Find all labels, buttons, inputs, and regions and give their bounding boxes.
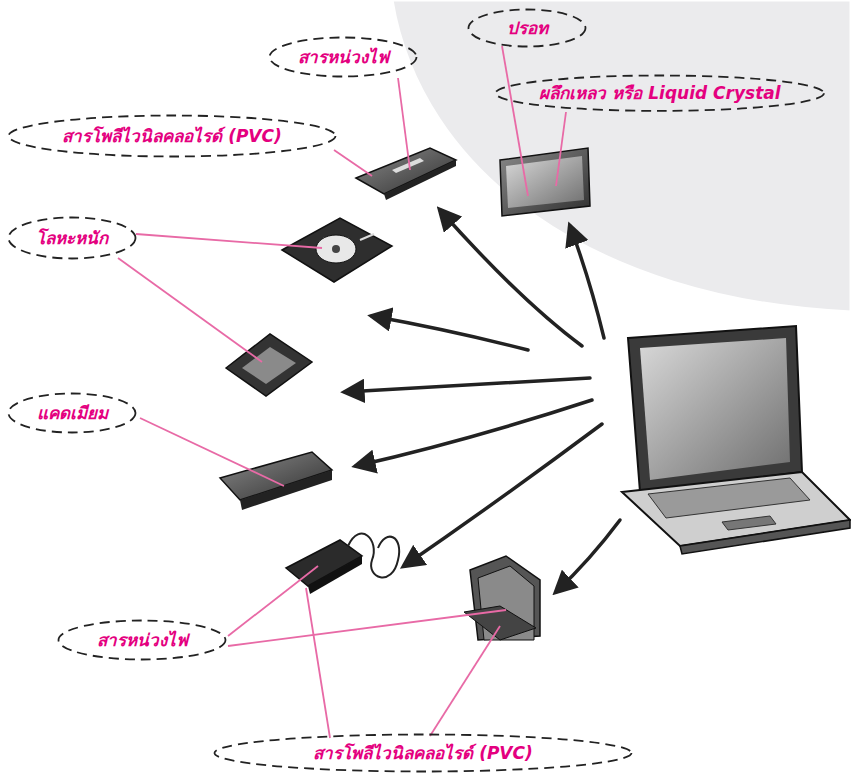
label-ellipse: สารหน่วงไฟ <box>268 36 418 78</box>
ellipse-label-text: สารหน่วงไฟ <box>97 630 188 650</box>
casing-panels <box>464 556 540 640</box>
label-ellipse: แคดเมียม <box>7 392 137 434</box>
label-ellipse: สารโพลีไวนิลคลอไรด์ (PVC) <box>213 733 633 773</box>
ellipse-outline <box>496 75 824 110</box>
background-region <box>392 0 851 312</box>
ellipse-outline <box>469 10 586 47</box>
ellipse-outline <box>9 218 136 259</box>
power-adapter <box>286 534 399 594</box>
label-ellipse: ผลึกเหลว หรือ Liquid Crystal <box>494 74 825 112</box>
lcd-panel <box>500 148 590 216</box>
label-ellipse: สารโพลีไวนิลคลอไรด์ (PVC) <box>7 114 337 158</box>
ellipse-label-text: ปรอท <box>507 18 548 38</box>
ellipse-outline <box>215 735 632 772</box>
ellipse-label-text: แคดเมียม <box>37 403 108 423</box>
battery <box>220 452 332 510</box>
ellipse-label-text: สารโพลีไวนิลคลอไรด์ (PVC) <box>313 743 533 763</box>
label-ellipse: สารหน่วงไฟ <box>57 619 227 661</box>
laptop <box>622 326 850 554</box>
arrows <box>345 210 620 592</box>
ellipse-outline <box>270 38 417 77</box>
memory-card <box>226 334 312 396</box>
ellipse-outline <box>9 394 136 433</box>
ellipse-label-text: สารหน่วงไฟ <box>298 47 389 67</box>
label-ellipse: ปรอท <box>467 8 587 48</box>
keyboard-deck <box>356 148 456 200</box>
ellipse-outline <box>9 116 336 157</box>
ellipse-label-text: ผลึกเหลว หรือ Liquid Crystal <box>539 83 780 103</box>
ellipse-outline <box>59 621 226 660</box>
ellipse-label-text: สารโพลีไวนิลคลอไรด์ (PVC) <box>62 126 282 146</box>
label-ellipse: โลหะหนัก <box>7 216 137 260</box>
ellipse-label-text: โลหะหนัก <box>36 228 108 248</box>
optical-drive <box>282 218 392 282</box>
